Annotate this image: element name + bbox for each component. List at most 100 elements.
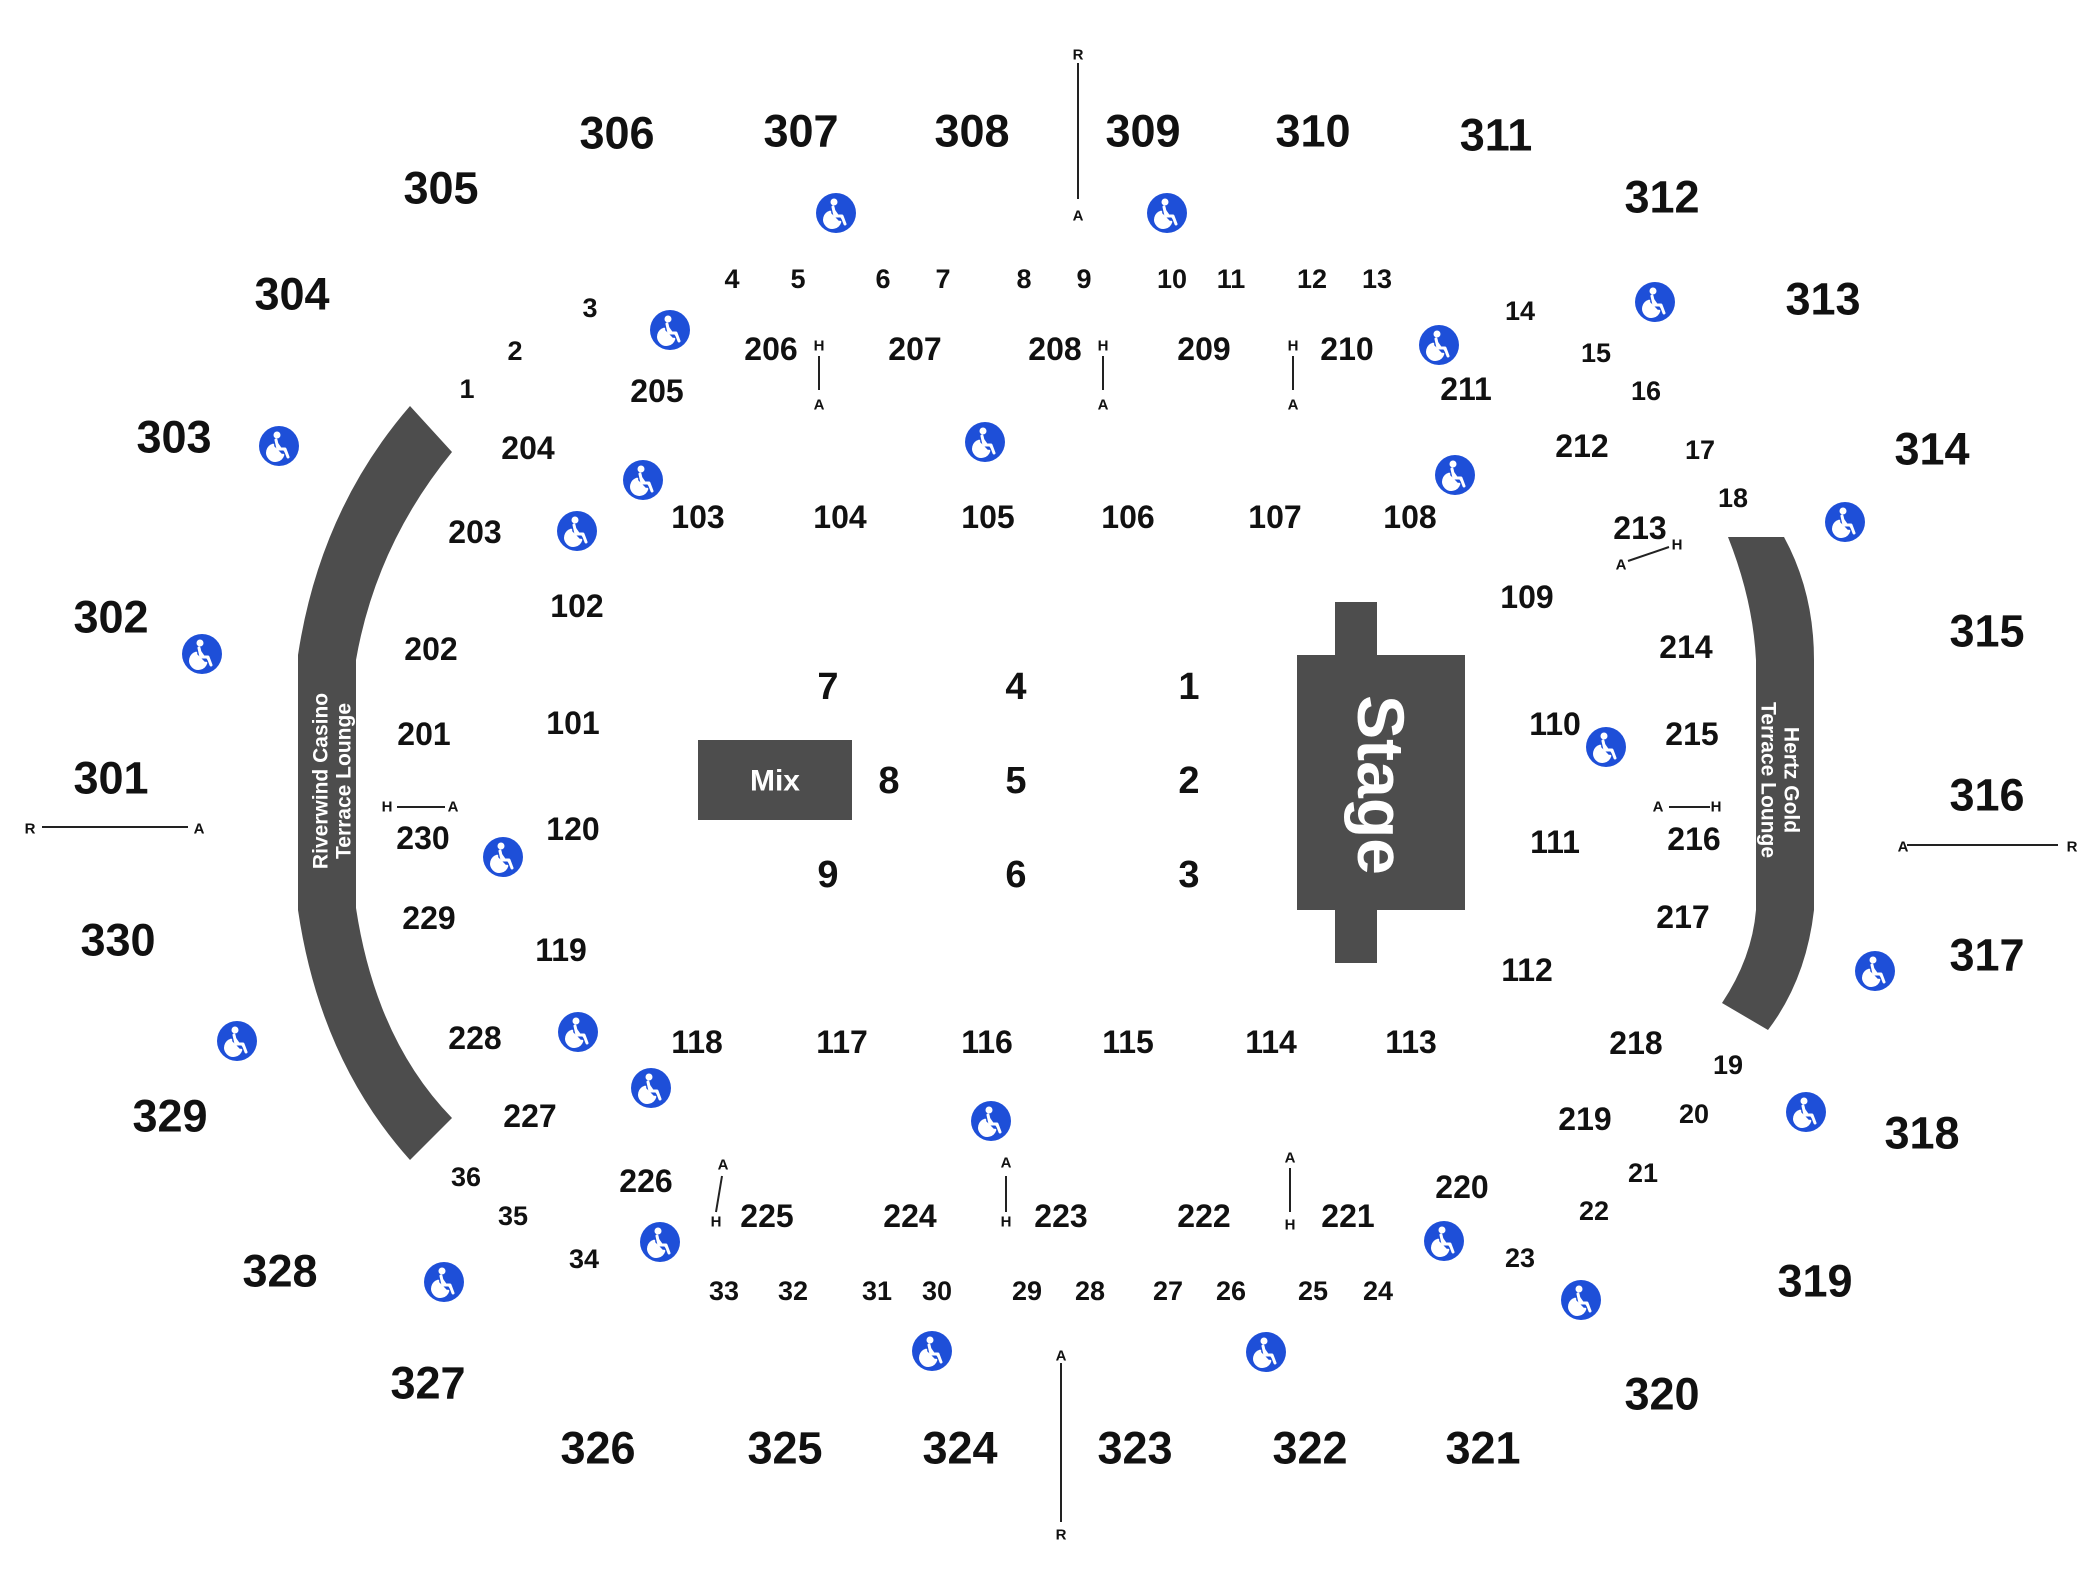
section-315[interactable]: 315 [1949, 606, 2024, 657]
section-302[interactable]: 302 [73, 592, 148, 643]
section-202[interactable]: 202 [404, 631, 457, 667]
section-329[interactable]: 329 [132, 1091, 207, 1142]
left-lounge-shape[interactable] [298, 406, 452, 1160]
row-21[interactable]: 21 [1628, 1158, 1658, 1188]
row-3[interactable]: 3 [582, 293, 597, 323]
section-229[interactable]: 229 [402, 900, 455, 936]
section-325[interactable]: 325 [747, 1423, 822, 1474]
section-226[interactable]: 226 [619, 1163, 672, 1199]
section-219[interactable]: 219 [1558, 1101, 1611, 1137]
row-22[interactable]: 22 [1579, 1196, 1609, 1226]
section-228[interactable]: 228 [448, 1020, 501, 1056]
section-206[interactable]: 206 [744, 331, 797, 367]
section-109[interactable]: 109 [1500, 579, 1553, 615]
row-29[interactable]: 29 [1012, 1276, 1042, 1306]
section-230[interactable]: 230 [396, 820, 449, 856]
row-4[interactable]: 4 [724, 264, 739, 294]
section-101[interactable]: 101 [546, 705, 599, 741]
row-27[interactable]: 27 [1153, 1276, 1183, 1306]
section-227[interactable]: 227 [503, 1098, 556, 1134]
section-108[interactable]: 108 [1383, 499, 1436, 535]
row-6[interactable]: 6 [875, 264, 890, 294]
section-103[interactable]: 103 [671, 499, 724, 535]
section-330[interactable]: 330 [80, 915, 155, 966]
section-311[interactable]: 311 [1460, 110, 1533, 161]
section-205[interactable]: 205 [630, 373, 683, 409]
row-30[interactable]: 30 [922, 1276, 952, 1306]
row-34[interactable]: 34 [569, 1244, 599, 1274]
section-312[interactable]: 312 [1624, 172, 1699, 223]
section-104[interactable]: 104 [813, 499, 867, 535]
section-201[interactable]: 201 [397, 716, 450, 752]
section-318[interactable]: 318 [1884, 1108, 1959, 1159]
stage-shape[interactable] [1297, 602, 1465, 963]
section-102[interactable]: 102 [550, 588, 603, 624]
section-212[interactable]: 212 [1555, 428, 1608, 464]
row-14[interactable]: 14 [1505, 296, 1535, 326]
section-115[interactable]: 115 [1102, 1024, 1154, 1060]
section-322[interactable]: 322 [1272, 1423, 1347, 1474]
floor-section-2[interactable]: 2 [1178, 760, 1199, 802]
section-214[interactable]: 214 [1659, 629, 1713, 665]
section-319[interactable]: 319 [1777, 1256, 1852, 1307]
section-220[interactable]: 220 [1435, 1169, 1488, 1205]
section-211[interactable]: 211 [1440, 371, 1492, 407]
section-327[interactable]: 327 [390, 1358, 465, 1409]
section-222[interactable]: 222 [1177, 1198, 1230, 1234]
section-218[interactable]: 218 [1609, 1025, 1662, 1061]
section-207[interactable]: 207 [888, 331, 941, 367]
section-306[interactable]: 306 [579, 108, 654, 159]
section-309[interactable]: 309 [1105, 106, 1180, 157]
floor-section-7[interactable]: 7 [817, 666, 838, 708]
row-20[interactable]: 20 [1679, 1099, 1709, 1129]
section-307[interactable]: 307 [763, 106, 838, 157]
section-224[interactable]: 224 [883, 1198, 937, 1234]
row-7[interactable]: 7 [935, 264, 950, 294]
section-225[interactable]: 225 [740, 1198, 793, 1234]
row-32[interactable]: 32 [778, 1276, 808, 1306]
row-18[interactable]: 18 [1718, 483, 1748, 513]
floor-section-3[interactable]: 3 [1178, 854, 1199, 896]
row-11[interactable]: 11 [1217, 264, 1246, 294]
row-35[interactable]: 35 [498, 1201, 528, 1231]
section-113[interactable]: 113 [1385, 1024, 1437, 1060]
section-105[interactable]: 105 [961, 499, 1014, 535]
section-111[interactable]: 111 [1530, 824, 1580, 860]
section-314[interactable]: 314 [1894, 424, 1969, 475]
row-23[interactable]: 23 [1505, 1243, 1535, 1273]
row-25[interactable]: 25 [1298, 1276, 1328, 1306]
section-305[interactable]: 305 [403, 163, 478, 214]
section-204[interactable]: 204 [501, 430, 555, 466]
section-323[interactable]: 323 [1097, 1423, 1172, 1474]
section-106[interactable]: 106 [1101, 499, 1154, 535]
section-317[interactable]: 317 [1949, 930, 2024, 981]
section-107[interactable]: 107 [1248, 499, 1301, 535]
section-313[interactable]: 313 [1785, 274, 1860, 325]
section-215[interactable]: 215 [1665, 716, 1718, 752]
section-210[interactable]: 210 [1320, 331, 1373, 367]
section-304[interactable]: 304 [254, 269, 329, 320]
section-301[interactable]: 301 [73, 753, 148, 804]
row-31[interactable]: 31 [862, 1276, 892, 1306]
section-216[interactable]: 216 [1667, 821, 1720, 857]
mix-position[interactable] [698, 740, 852, 820]
row-36[interactable]: 36 [451, 1162, 481, 1192]
section-112[interactable]: 112 [1501, 952, 1553, 988]
floor-section-1[interactable]: 1 [1178, 666, 1199, 708]
section-303[interactable]: 303 [136, 412, 211, 463]
floor-section-9[interactable]: 9 [817, 854, 838, 896]
row-28[interactable]: 28 [1075, 1276, 1105, 1306]
section-209[interactable]: 209 [1177, 331, 1230, 367]
section-118[interactable]: 118 [671, 1024, 723, 1060]
section-310[interactable]: 310 [1275, 106, 1350, 157]
row-26[interactable]: 26 [1216, 1276, 1246, 1306]
row-1[interactable]: 1 [459, 374, 474, 404]
section-223[interactable]: 223 [1034, 1198, 1087, 1234]
row-2[interactable]: 2 [507, 336, 522, 366]
floor-section-5[interactable]: 5 [1005, 760, 1026, 802]
section-326[interactable]: 326 [560, 1423, 635, 1474]
section-320[interactable]: 320 [1624, 1369, 1699, 1420]
row-17[interactable]: 17 [1685, 435, 1715, 465]
section-213[interactable]: 213 [1613, 510, 1666, 546]
row-33[interactable]: 33 [709, 1276, 739, 1306]
